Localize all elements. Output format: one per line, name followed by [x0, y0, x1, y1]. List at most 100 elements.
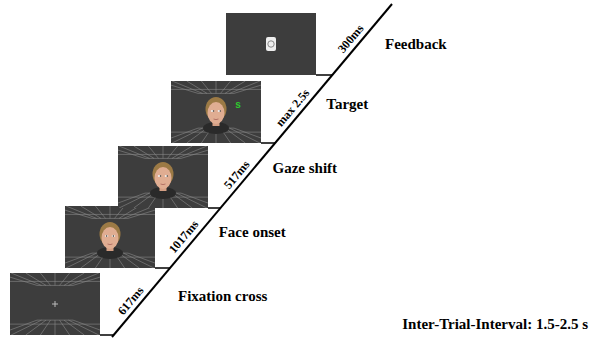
perspective-line — [60, 273, 70, 285]
face-eye — [211, 110, 215, 112]
perspective-line — [118, 154, 208, 155]
perspective-line — [201, 81, 211, 93]
perspective-line — [171, 81, 198, 93]
perspective-line — [10, 273, 37, 285]
timeline-step — [261, 142, 275, 144]
face-photo — [150, 162, 176, 199]
screen-background — [10, 273, 100, 335]
timeline-step — [155, 267, 170, 269]
perspective-line — [40, 320, 50, 335]
perspective-line — [119, 193, 149, 208]
face-skin — [155, 167, 172, 189]
perspective-line — [119, 253, 139, 268]
tunnel-lines — [65, 206, 155, 268]
perspective-line — [64, 320, 84, 335]
perspective-line — [177, 146, 207, 158]
perspective-line — [65, 214, 155, 215]
perspective-line — [177, 193, 207, 208]
perspective-line — [230, 81, 260, 93]
perspective-line — [181, 193, 208, 208]
face-eye — [165, 175, 169, 177]
event-label: Feedback — [385, 36, 447, 53]
perspective-line — [37, 285, 73, 286]
perspective-line — [81, 206, 101, 218]
face-pupil — [113, 235, 115, 237]
fixation-cross — [55, 301, 56, 307]
perspective-line — [172, 146, 192, 158]
face-skin — [208, 102, 225, 124]
perspective-line — [10, 324, 100, 325]
perspective-line — [119, 146, 149, 158]
face-eye — [218, 110, 222, 112]
timeline-step — [316, 74, 332, 76]
perspective-line — [148, 146, 158, 158]
perspective-line — [55, 320, 56, 335]
stimulus-screen — [0, 273, 114, 335]
perspective-line — [172, 81, 202, 93]
perspective-line — [225, 128, 245, 143]
face-eye — [112, 235, 116, 237]
event-label: Gaze shift — [273, 160, 338, 177]
feedback-icon — [266, 37, 276, 51]
perspective-line — [73, 320, 100, 335]
perspective-line — [95, 206, 105, 218]
face-mouth — [108, 244, 113, 246]
perspective-line — [118, 193, 145, 208]
face-pupil — [167, 175, 169, 177]
perspective-line — [234, 128, 261, 143]
perspective-line — [64, 273, 84, 285]
perspective-line — [65, 206, 92, 218]
stimulus-screen — [158, 81, 275, 143]
screen-background — [118, 146, 208, 208]
perspective-line — [81, 253, 101, 268]
face-pupil — [106, 235, 108, 237]
perspective-line — [198, 93, 234, 94]
face-mouth — [161, 184, 166, 186]
stimulus-screen — [52, 206, 169, 268]
perspective-line — [66, 206, 96, 218]
event-label: Fixation cross — [178, 288, 267, 305]
perspective-line — [234, 81, 261, 93]
perspective-line — [181, 146, 208, 158]
stimulus-screen — [105, 146, 222, 208]
perspective-line — [124, 253, 154, 268]
event-label: Face onset — [219, 224, 286, 241]
perspective-line — [66, 253, 96, 268]
perspective-line — [40, 273, 50, 285]
perspective-line — [73, 273, 100, 285]
perspective-line — [172, 193, 192, 208]
perspective-line — [11, 320, 41, 335]
perspective-line — [118, 146, 145, 158]
screen-background — [226, 13, 316, 75]
perspective-line — [10, 281, 100, 282]
face-eye — [158, 175, 162, 177]
perspective-line — [230, 128, 260, 143]
face-photo — [203, 97, 229, 134]
perspective-line — [187, 128, 207, 143]
tunnel-lines — [118, 146, 208, 208]
perspective-line — [65, 253, 92, 268]
tunnel-lines — [171, 81, 261, 143]
perspective-line — [128, 253, 155, 268]
perspective-line — [163, 146, 164, 158]
interval-note: Inter-Trial-Interval: 1.5-2.5 s — [402, 316, 588, 333]
perspective-line — [110, 206, 111, 218]
perspective-line — [171, 89, 261, 90]
event-label: Target — [326, 96, 368, 113]
perspective-line — [10, 320, 37, 335]
perspective-line — [225, 81, 245, 93]
perspective-line — [69, 273, 99, 285]
tunnel-lines — [10, 273, 100, 335]
timeline-step — [100, 334, 114, 336]
face-pupil — [160, 175, 162, 177]
perspective-line — [134, 193, 154, 208]
timeline-axis — [112, 4, 392, 337]
perspective-line — [172, 128, 202, 143]
perspective-line — [134, 146, 154, 158]
target-letter: s — [235, 99, 241, 110]
perspective-line — [168, 146, 178, 158]
face-skin — [102, 227, 119, 249]
perspective-line — [60, 320, 70, 335]
face-eye — [105, 235, 109, 237]
